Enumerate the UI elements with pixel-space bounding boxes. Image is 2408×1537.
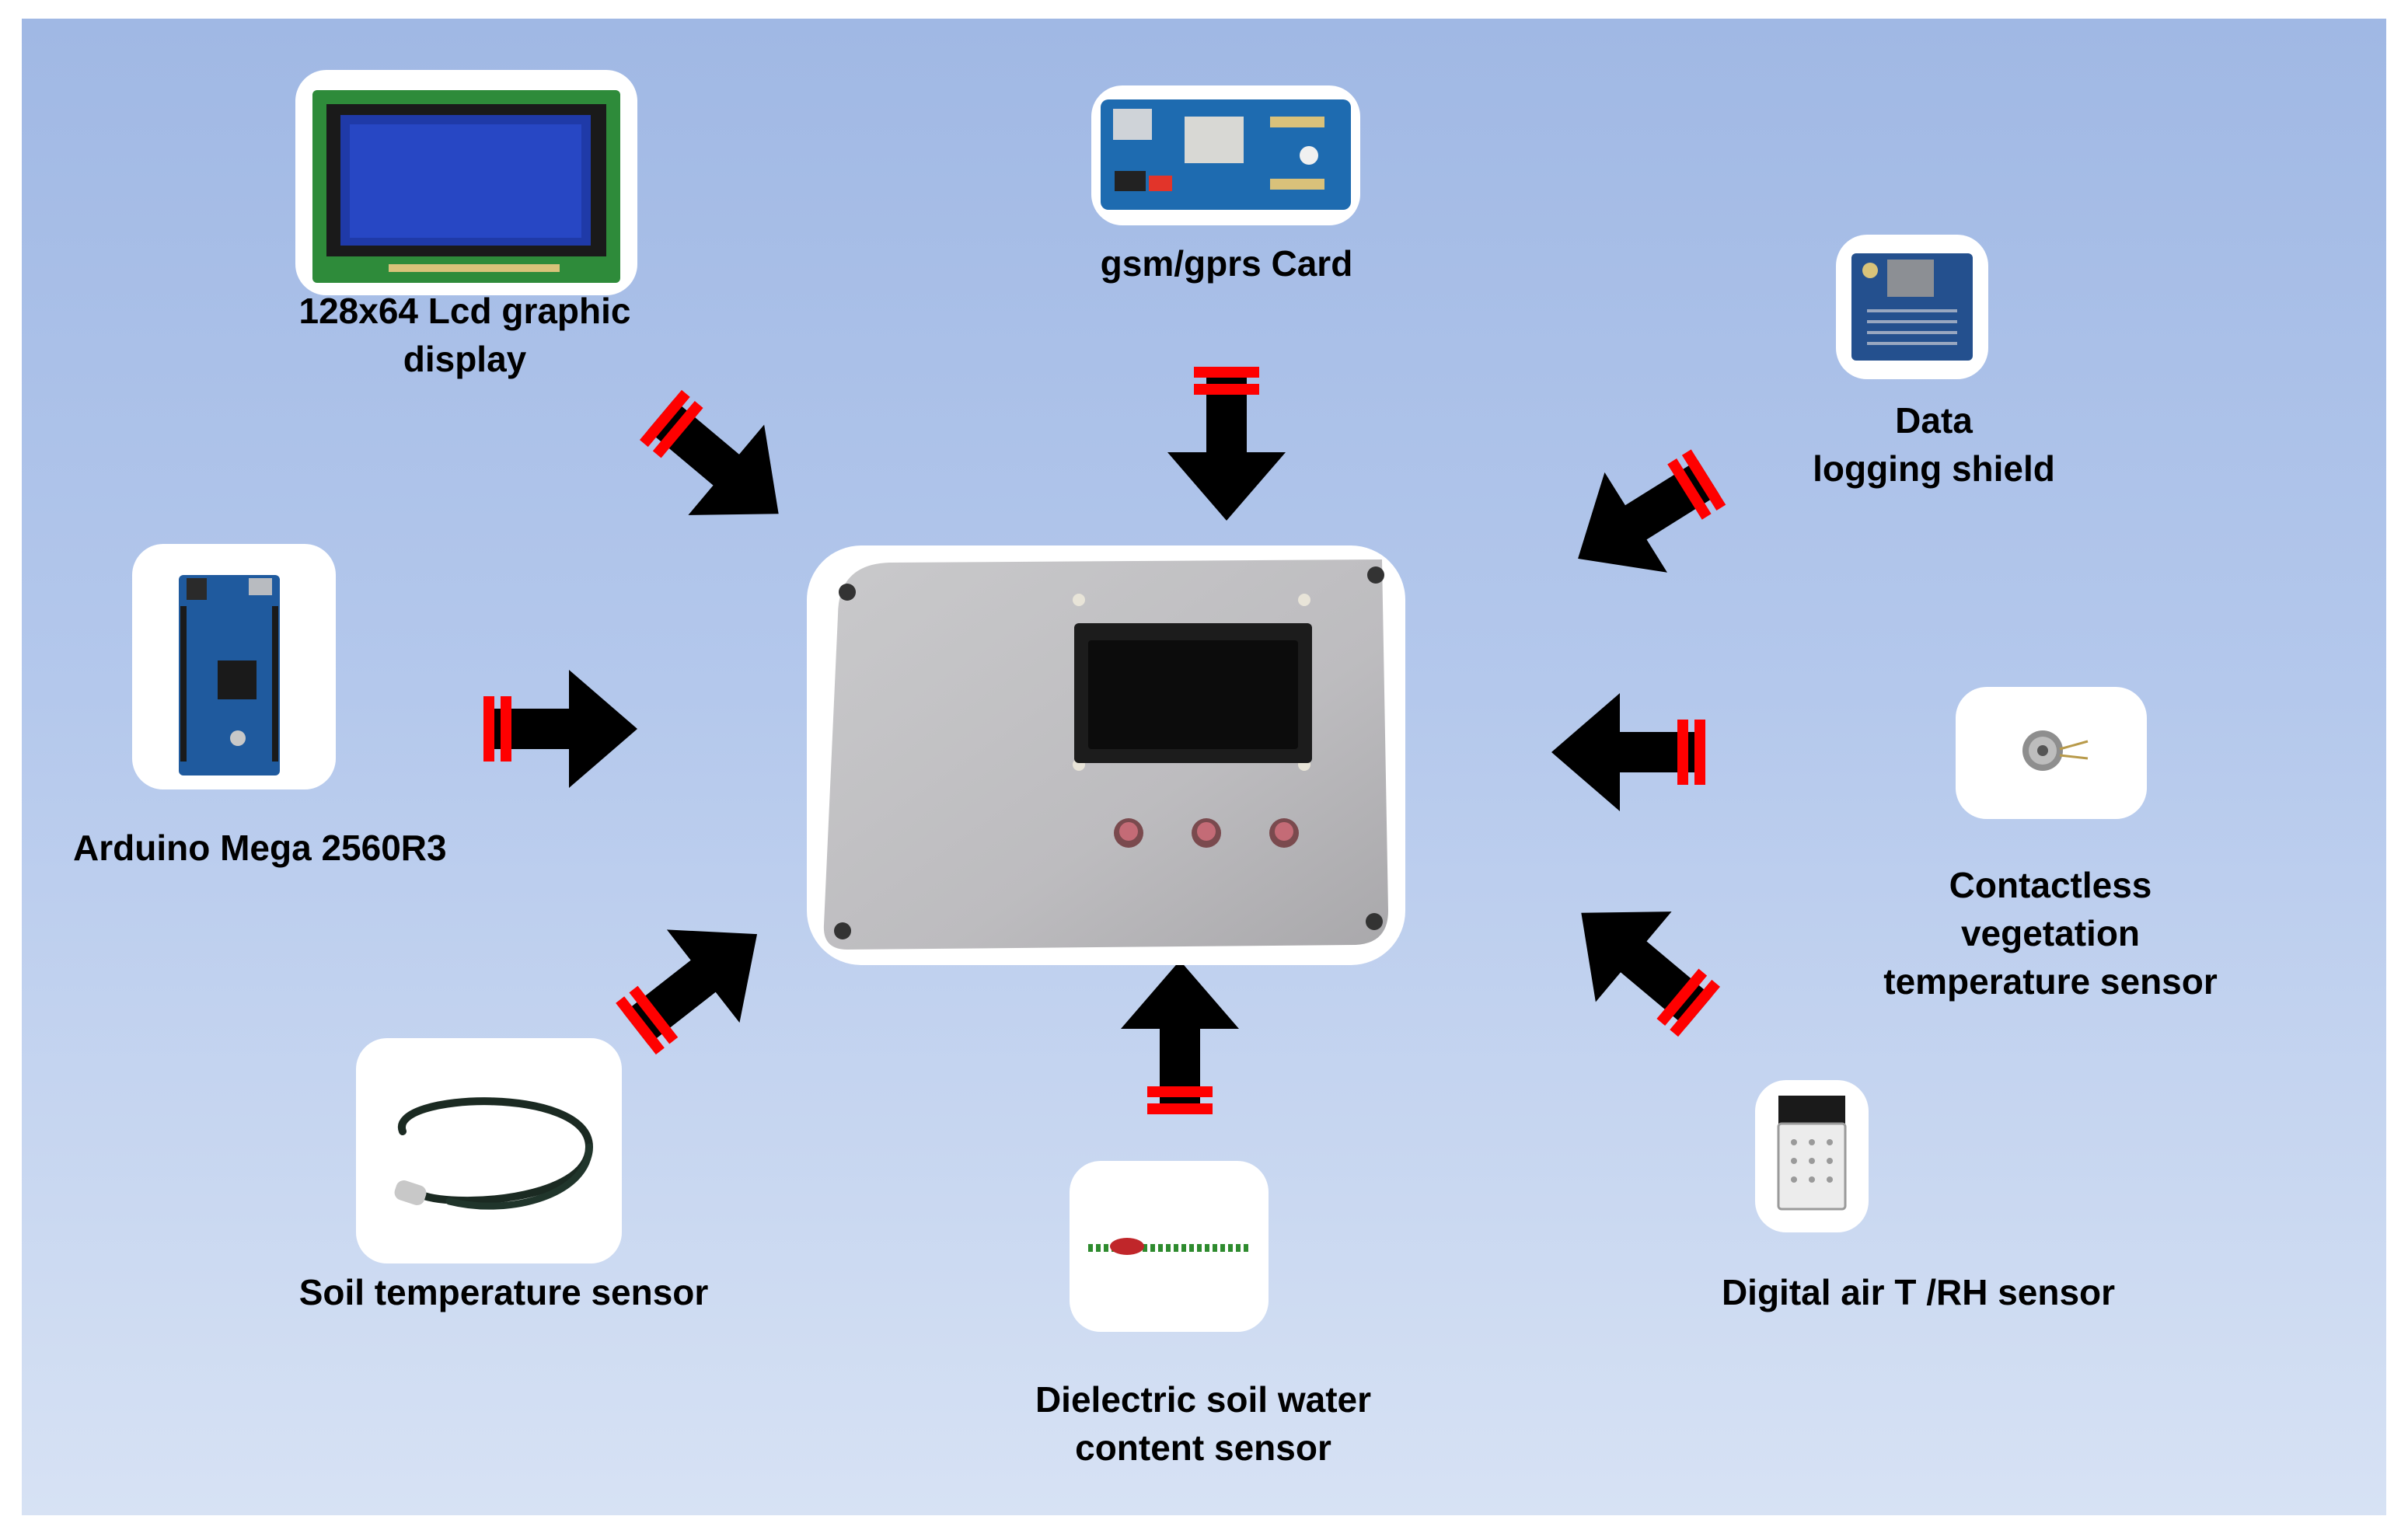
gsm-label: gsm/gprs Card [1100,243,1353,284]
gsm-shield-card [1091,85,1360,225]
arrow-from-airth [1543,867,1737,1058]
arrow-from-contactless [1551,693,1705,811]
lcd-display-photo-icon [312,90,620,283]
soil-moisture-probe-card [1070,1161,1269,1332]
arrow-from-arduino [483,670,637,788]
gsm-shield-photo-icon [1101,99,1351,210]
air-th-label: Digital air T /RH sensor [1721,1272,2116,1312]
arrow-from-logging [1546,427,1740,609]
air-th-sensor-card [1755,1080,1869,1232]
soil-temp-probe-photo-icon [394,1097,594,1210]
arduino-board-photo-icon [179,575,280,775]
lcd-display-card [295,70,637,295]
datalogger-box-photo-icon [823,559,1388,950]
data-logging-shield-photo-icon [1851,253,1973,361]
diagram-canvas: 128x64 Lcd graphic display gsm/gprs Card [22,19,2386,1515]
soil-temp-label: Soil temperature sensor [298,1272,709,1312]
soil-temp-probe-card [356,1038,622,1263]
dielectric-label: Dielectric soil water content sensor [1035,1379,1372,1468]
lcd-label: 128x64 Lcd graphic display [298,291,631,379]
datalogger-enclosure-card [807,545,1405,965]
air-th-sensor-photo-icon [1777,1096,1847,1211]
ir-sensor-card [1956,687,2147,819]
arrow-from-dielectric [1121,960,1239,1114]
arrow-from-gsm [1167,367,1286,521]
soil-moisture-probe-photo-icon [1088,1238,1251,1255]
arrow-from-lcd [623,369,817,559]
data-logging-shield-card [1836,235,1988,379]
data-logging-label: Data logging shield [1813,400,2055,489]
arrow-from-soiltemp [599,887,794,1075]
contactless-label: Contactless vegetation temperature senso… [1883,865,2218,1002]
arduino-label: Arduino Mega 2560R3 [73,828,447,868]
ir-sensor-photo-icon [2022,730,2089,771]
arduino-board-card [132,544,336,789]
